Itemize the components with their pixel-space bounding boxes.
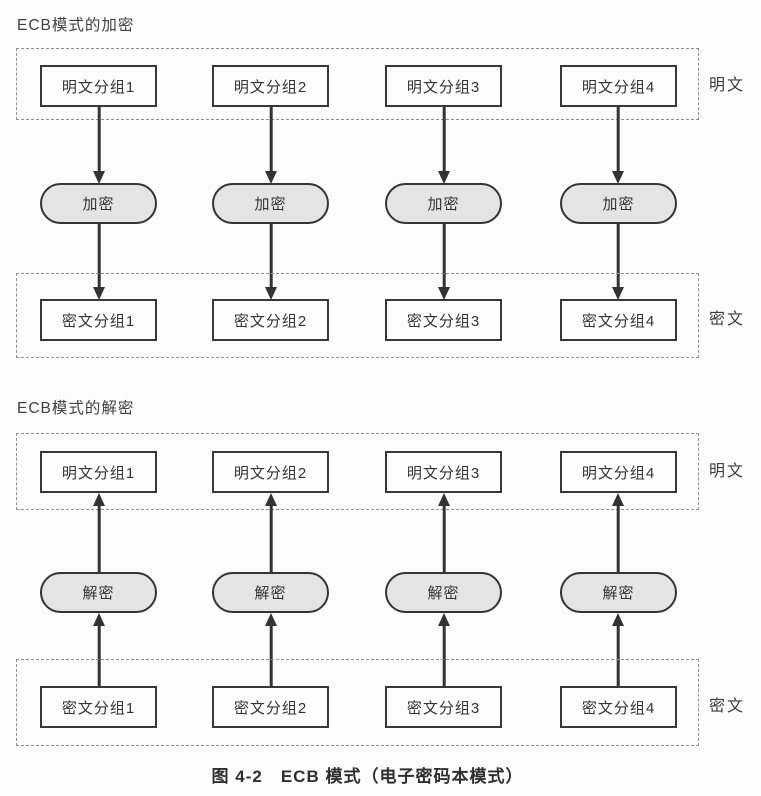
decryption-ciphertext-block-2: 密文分组2 (212, 686, 329, 728)
arrow-head-icon (265, 613, 277, 626)
arrow-shaft (616, 224, 620, 289)
encryption-ciphertext-block-1: 密文分组1 (40, 299, 157, 341)
arrow-head-icon (612, 493, 624, 506)
up-arrow (437, 613, 451, 687)
up-arrow (611, 613, 625, 687)
encryption-ciphertext-side-label: 密文 (709, 311, 746, 328)
encrypt-operation-pill-1: 加密 (40, 183, 157, 224)
decrypt-operation-pill-4: 解密 (560, 572, 677, 613)
down-arrow (611, 224, 625, 300)
arrow-shaft (616, 624, 620, 687)
encryption-plaintext-block-2: 明文分组2 (212, 65, 329, 107)
down-arrow (92, 107, 106, 184)
arrow-head-icon (93, 493, 105, 506)
encryption-plaintext-block-4: 明文分组4 (560, 65, 677, 107)
encryption-plaintext-block-1: 明文分组1 (40, 65, 157, 107)
decryption-plaintext-side-label: 明文 (709, 463, 746, 480)
arrow-head-icon (612, 613, 624, 626)
decrypt-operation-pill-2: 解密 (212, 572, 329, 613)
arrow-head-icon (438, 171, 450, 184)
up-arrow (264, 493, 278, 573)
decryption-section-title: ECB模式的解密 (17, 400, 135, 417)
arrow-shaft (97, 504, 101, 573)
decrypt-operation-pill-3: 解密 (385, 572, 502, 613)
arrow-shaft (97, 107, 101, 173)
up-arrow (611, 493, 625, 573)
arrow-head-icon (612, 171, 624, 184)
encrypt-operation-pill-4: 加密 (560, 183, 677, 224)
arrow-head-icon (93, 613, 105, 626)
arrow-head-icon (438, 287, 450, 300)
up-arrow (437, 493, 451, 573)
figure-caption: 图 4-2 ECB 模式（电子密码本模式） (211, 767, 524, 786)
arrow-shaft (97, 224, 101, 289)
encryption-ciphertext-block-2: 密文分组2 (212, 299, 329, 341)
down-arrow (437, 107, 451, 184)
encryption-plaintext-block-3: 明文分组3 (385, 65, 502, 107)
arrow-head-icon (93, 287, 105, 300)
arrow-shaft (442, 624, 446, 687)
down-arrow (264, 107, 278, 184)
decryption-plaintext-block-1: 明文分组1 (40, 451, 157, 493)
arrow-shaft (616, 107, 620, 173)
encryption-plaintext-side-label: 明文 (709, 77, 746, 94)
encryption-ciphertext-block-4: 密文分组4 (560, 299, 677, 341)
arrow-shaft (442, 504, 446, 573)
arrow-head-icon (265, 287, 277, 300)
decryption-ciphertext-region (16, 659, 699, 746)
arrow-shaft (269, 224, 273, 289)
up-arrow (92, 613, 106, 687)
arrow-head-icon (265, 493, 277, 506)
down-arrow (92, 224, 106, 300)
arrow-shaft (269, 504, 273, 573)
decryption-ciphertext-block-1: 密文分组1 (40, 686, 157, 728)
encrypt-operation-pill-2: 加密 (212, 183, 329, 224)
encryption-section-title: ECB模式的加密 (17, 17, 135, 34)
arrow-shaft (97, 624, 101, 687)
arrow-head-icon (438, 613, 450, 626)
decrypt-operation-pill-1: 解密 (40, 572, 157, 613)
up-arrow (264, 613, 278, 687)
arrow-shaft (616, 504, 620, 573)
encryption-plaintext-region (16, 48, 699, 120)
encrypt-operation-pill-3: 加密 (385, 183, 502, 224)
arrow-shaft (269, 107, 273, 173)
decryption-plaintext-block-2: 明文分组2 (212, 451, 329, 493)
decryption-ciphertext-block-4: 密文分组4 (560, 686, 677, 728)
encryption-ciphertext-region (16, 273, 699, 358)
down-arrow (264, 224, 278, 300)
encryption-ciphertext-block-3: 密文分组3 (385, 299, 502, 341)
arrow-head-icon (438, 493, 450, 506)
arrow-head-icon (265, 171, 277, 184)
decryption-plaintext-region (16, 433, 699, 510)
arrow-head-icon (93, 171, 105, 184)
decryption-plaintext-block-4: 明文分组4 (560, 451, 677, 493)
arrow-shaft (442, 107, 446, 173)
decryption-plaintext-block-3: 明文分组3 (385, 451, 502, 493)
arrow-shaft (442, 224, 446, 289)
down-arrow (611, 107, 625, 184)
up-arrow (92, 493, 106, 573)
arrow-head-icon (612, 287, 624, 300)
arrow-shaft (269, 624, 273, 687)
decryption-ciphertext-side-label: 密文 (709, 698, 746, 715)
down-arrow (437, 224, 451, 300)
decryption-ciphertext-block-3: 密文分组3 (385, 686, 502, 728)
